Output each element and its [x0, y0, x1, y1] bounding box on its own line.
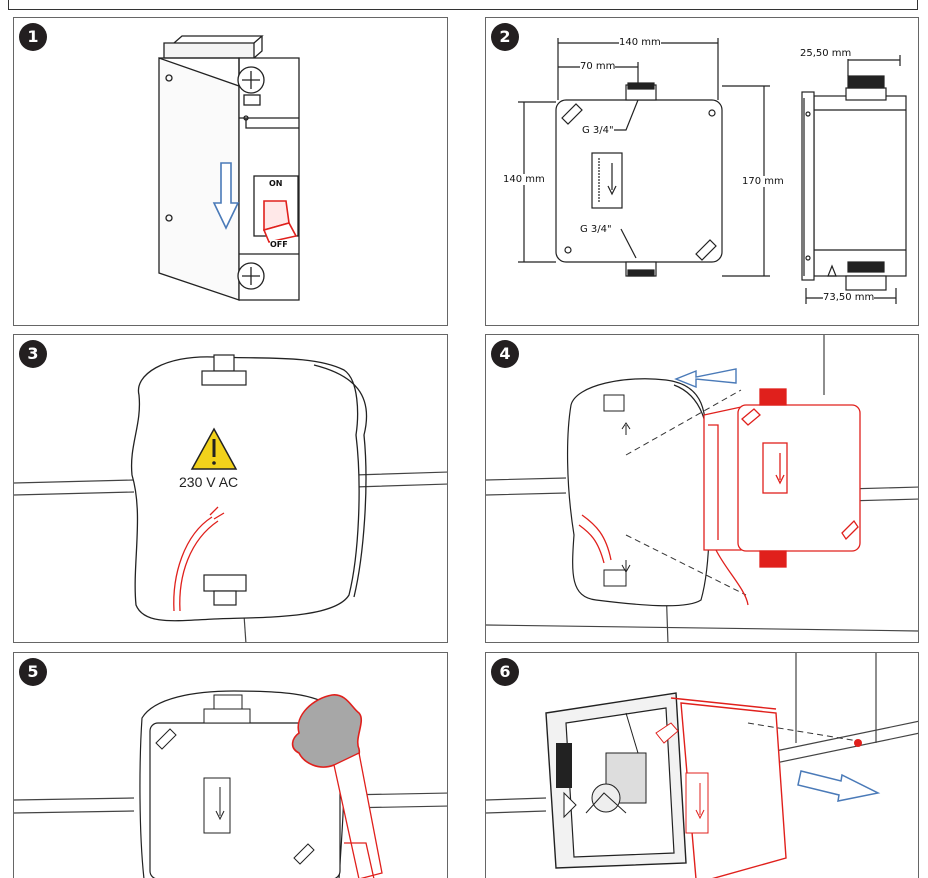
- breaker-off-label: OFF: [270, 240, 288, 249]
- step-4-panel: 4: [485, 334, 919, 643]
- dimension-drawing: [518, 38, 907, 304]
- step-1-panel: 1: [13, 17, 448, 326]
- dim-side-depth-bottom: 73,50 mm: [823, 292, 875, 303]
- breaker-illustration: [158, 35, 300, 301]
- remove-cover-illustration: [486, 335, 918, 642]
- cover-removal-illustration: [486, 653, 918, 878]
- step-3-panel: 3 230 V AC: [13, 334, 448, 643]
- step-2-panel: 2: [485, 17, 919, 326]
- thread-bottom-label: G 3/4": [580, 224, 612, 235]
- breaker-on-label: ON: [269, 179, 283, 188]
- dim-side-depth-top: 25,50 mm: [800, 48, 852, 59]
- dim-half-width: 70 mm: [580, 61, 616, 72]
- voltage-warning-label: 230 V AC: [179, 474, 239, 490]
- step-1-badge: 1: [19, 23, 47, 51]
- step-6-panel: 6: [485, 652, 919, 878]
- top-frame: [8, 0, 918, 10]
- step-3-badge: 3: [19, 340, 47, 368]
- thread-top-label: G 3/4": [582, 125, 614, 136]
- gasket-removal-illustration: [14, 690, 447, 878]
- step-2-badge: 2: [491, 23, 519, 51]
- wall-box-warning-illustration: [14, 354, 447, 642]
- dim-width-top: 140 mm: [619, 37, 661, 48]
- step-6-badge: 6: [491, 658, 519, 686]
- dim-height-right: 170 mm: [742, 176, 784, 187]
- dim-height-left: 140 mm: [503, 174, 545, 185]
- step-5-badge: 5: [19, 658, 47, 686]
- step-4-badge: 4: [491, 340, 519, 368]
- step-5-panel: 5: [13, 652, 448, 878]
